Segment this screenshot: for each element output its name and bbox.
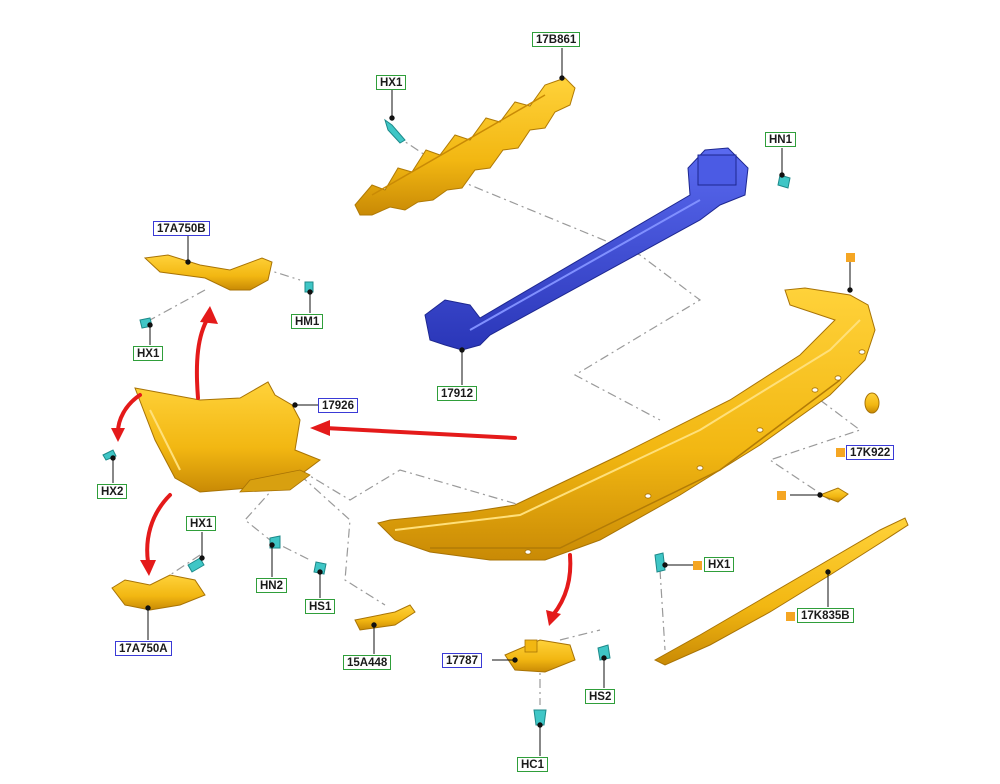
label-hx1-lower[interactable]: HX1 xyxy=(186,516,217,531)
leader-lines xyxy=(110,48,853,756)
label-hx1-right[interactable]: HX1 xyxy=(704,557,735,572)
red-arrows xyxy=(116,316,573,617)
label-hn1[interactable]: HN1 xyxy=(765,132,797,147)
reflector-17K922 xyxy=(818,392,880,503)
label-17A750B[interactable]: 17A750B xyxy=(153,221,210,236)
valance-17K835B xyxy=(653,517,909,666)
reinforcement-beam-17912 xyxy=(424,147,749,351)
upper-reinforcement-17B861 xyxy=(354,77,576,216)
label-17787[interactable]: 17787 xyxy=(442,653,482,668)
label-17912[interactable]: 17912 xyxy=(437,386,477,401)
label-hs1[interactable]: HS1 xyxy=(305,599,336,614)
corner-bumper-17926 xyxy=(134,381,322,493)
marker-top-right xyxy=(846,253,855,262)
label-15A448[interactable]: 15A448 xyxy=(343,655,392,670)
label-17926[interactable]: 17926 xyxy=(318,398,358,413)
bracket-17787 xyxy=(504,639,576,673)
label-hs2[interactable]: HS2 xyxy=(585,689,616,704)
label-hx1-left[interactable]: HX1 xyxy=(133,346,164,361)
marker-17K835B xyxy=(786,612,795,621)
label-hx1-top[interactable]: HX1 xyxy=(376,75,407,90)
assembly-lines xyxy=(149,134,862,705)
label-hc1[interactable]: HC1 xyxy=(517,757,549,772)
label-hn2[interactable]: HN2 xyxy=(256,578,288,593)
label-17A750A[interactable]: 17A750A xyxy=(115,641,172,656)
marker-lower-right xyxy=(777,491,786,500)
trim-15A448 xyxy=(354,604,416,631)
bracket-17A750A xyxy=(111,574,206,611)
label-17K922[interactable]: 17K922 xyxy=(846,445,895,460)
marker-17K922 xyxy=(836,448,845,457)
bracket-17A750B xyxy=(143,254,273,291)
marker-hx1-right xyxy=(693,561,702,570)
label-17B861[interactable]: 17B861 xyxy=(532,32,581,47)
red-arrowheads xyxy=(111,306,561,626)
label-hm1[interactable]: HM1 xyxy=(291,314,324,329)
bumper-cover xyxy=(377,287,876,561)
label-hx2[interactable]: HX2 xyxy=(97,484,128,499)
label-17K835B[interactable]: 17K835B xyxy=(797,608,854,623)
